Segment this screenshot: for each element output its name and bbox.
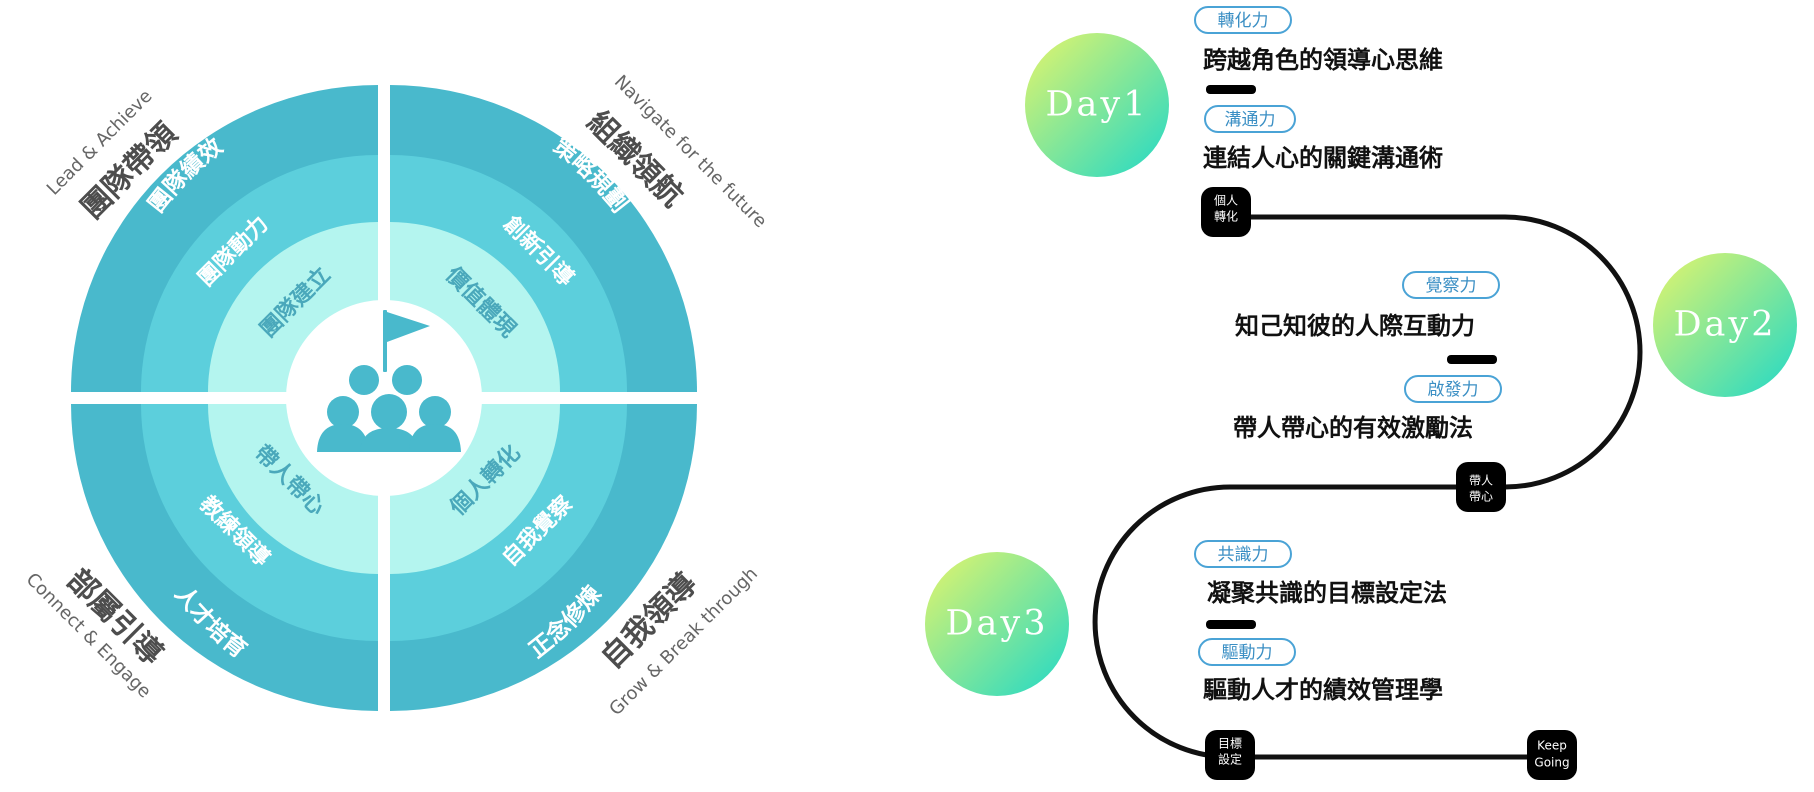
leadership-wheel: 團隊績效 策略規劃 人才培育 正念修煉 團隊動力 創新引導 教練領導 自我覺察 …: [22, 71, 771, 720]
course-roadmap: Day1 Day2 Day3 轉化力 跨越角色的領導心思維 溝通力 連結人心的關…: [925, 6, 1797, 780]
node-label: 帶心: [1469, 490, 1493, 504]
node-label: 目標: [1218, 737, 1242, 751]
day-badge: Day1: [1025, 33, 1169, 177]
day-label: Day1: [1046, 85, 1149, 125]
team-flag-icon: [317, 310, 461, 452]
session-item: 啟發力 帶人帶心的有效激勵法: [1233, 375, 1502, 442]
day-badge: Day3: [925, 552, 1069, 696]
session-item: 共識力 凝聚共識的目標設定法: [1194, 540, 1447, 607]
session-tag-pill: [1194, 540, 1292, 568]
session-tag: 轉化力: [1218, 11, 1269, 31]
session-item: 溝通力 連結人心的關鍵溝通術: [1203, 105, 1443, 172]
session-title: 驅動人才的績效管理學: [1203, 676, 1443, 704]
session-title: 凝聚共識的目標設定法: [1207, 579, 1447, 607]
node-label: 帶人: [1469, 474, 1493, 488]
separator-bar: [1447, 355, 1497, 364]
session-tag: 啟發力: [1428, 380, 1479, 400]
node-label: 設定: [1218, 752, 1242, 767]
session-tag-pill: [1194, 6, 1292, 34]
session-item: 覺察力 知己知彼的人際互動力: [1235, 271, 1500, 340]
node-label: Going: [1534, 756, 1569, 770]
session-tag-pill: [1198, 638, 1296, 666]
session-title: 知己知彼的人際互動力: [1235, 312, 1475, 340]
session-tag: 溝通力: [1225, 110, 1276, 130]
session-title: 連結人心的關鍵溝通術: [1203, 144, 1443, 172]
session-tag: 覺察力: [1426, 276, 1477, 296]
session-item: 驅動力 驅動人才的績效管理學: [1198, 638, 1443, 704]
milestone-node: 帶人 帶心: [1456, 462, 1506, 512]
session-item: 轉化力 跨越角色的領導心思維: [1194, 6, 1443, 74]
session-tag: 驅動力: [1222, 643, 1273, 663]
node-label: 轉化: [1214, 210, 1238, 224]
separator-bar: [1206, 620, 1256, 629]
node-label: 個人: [1214, 194, 1238, 208]
session-tag-pill: [1204, 105, 1296, 133]
session-tag-pill: [1404, 375, 1502, 403]
milestone-node: 目標 設定: [1205, 730, 1255, 780]
separator-bar: [1206, 85, 1256, 94]
day-label: Day2: [1674, 305, 1777, 345]
day-badge: Day2: [1653, 253, 1797, 397]
journey-path: [1092, 214, 1643, 760]
session-tag-pill: [1402, 271, 1500, 299]
session-tag: 共識力: [1218, 545, 1269, 565]
milestone-node: 個人 轉化: [1201, 187, 1251, 237]
day-label: Day3: [946, 604, 1049, 644]
milestone-node: Keep Going: [1527, 730, 1577, 780]
session-title: 跨越角色的領導心思維: [1203, 46, 1443, 74]
session-title: 帶人帶心的有效激勵法: [1233, 414, 1473, 442]
node-label: Keep: [1537, 739, 1567, 753]
